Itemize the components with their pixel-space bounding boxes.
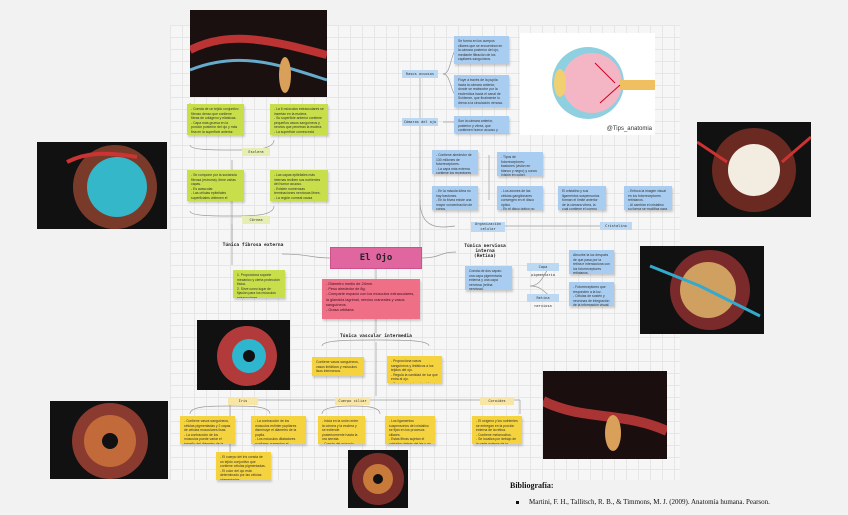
tag-cornea[interactable]: Córnea (242, 216, 270, 224)
heading-retina-line1: Túnica nerviosa interna (464, 244, 506, 254)
eye-optic-nerve-photo (543, 371, 667, 459)
note-fibrosa-functions[interactable]: 1. Proporciona soporte mecánico y cierta… (233, 270, 285, 298)
eye-iris-blue-photo (197, 320, 290, 390)
note-org-1[interactable]: - Contiene alrededor de 130 millones de … (432, 150, 478, 174)
tag-capa-pigmentaria[interactable]: Capa pigmentaria (527, 263, 559, 277)
tag-cristalino[interactable]: Cristalino (600, 222, 632, 230)
eye-anatomy-diagram: @Tips_anatomia (520, 33, 655, 135)
tag-humor-acuoso[interactable]: Rasos acuosos (402, 70, 438, 78)
bibliography: Bibliografía: Martini, F. H., Tallitsch,… (510, 481, 770, 506)
note-iris-3[interactable]: - El cuerpo del iris consta de un tejido… (216, 452, 271, 480)
note-org-2[interactable]: - Tipos de fotorreceptores: bastones (vi… (497, 152, 543, 176)
eye-retina-photo (640, 246, 764, 334)
heading-vascular[interactable]: Túnica vascular intermedia (340, 334, 412, 339)
note-cornea-right[interactable]: - Las capas epiteliales más internas rec… (270, 170, 328, 201)
eye-muscle-photo (190, 10, 327, 97)
summary-note[interactable]: - Diámetro medio de 24mm. - Peso alreded… (322, 279, 420, 319)
note-vascular-left[interactable]: Contiene vasos sanguíneos, vasos linfáti… (312, 357, 364, 376)
note-camaras[interactable]: Son la cámara anterior, posterior y vítr… (454, 116, 509, 133)
tag-coroides[interactable]: Coroides (480, 397, 514, 405)
heading-fibrosa[interactable]: Túnica fibrosa externa (222, 243, 284, 248)
heading-retina[interactable]: Túnica nerviosa interna (Retina) (455, 244, 515, 259)
heading-retina-line2: (Retina) (473, 254, 497, 259)
bibliography-ref: Martini, F. H., Tallitsch, R. B., & Timm… (529, 498, 770, 506)
note-cristalino-1[interactable]: El cristalino y sus ligamentos suspensor… (558, 186, 606, 210)
note-org-3[interactable]: - En la mácula lútea no hay bastones. - … (432, 186, 478, 210)
note-org-4[interactable]: - Los axones de las células ganglionares… (497, 186, 543, 210)
tag-retina-nerviosa[interactable]: Retina nerviosa (527, 294, 559, 308)
tag-iris[interactable]: Iris (228, 397, 258, 405)
tag-cuerpo-ciliar[interactable]: Cuerpo ciliar (335, 397, 370, 405)
bibliography-heading: Bibliografía: (510, 481, 554, 490)
note-retina-layers[interactable]: Consta de dos capas: una capa pigmentari… (465, 266, 512, 290)
main-title[interactable]: El Ojo (330, 247, 422, 269)
note-cornea-left[interactable]: - Se compone por la sustancia fibrosa (e… (187, 170, 244, 201)
eye-cornea-photo (37, 142, 167, 229)
note-humor-2[interactable]: Fluye a través de la pupila hacia la cám… (454, 75, 509, 107)
note-ciliar-1[interactable]: - Inicia en la unión entre la córnea y l… (318, 416, 365, 444)
tag-esclera[interactable]: Esclera (242, 148, 270, 156)
tag-camaras[interactable]: Cámaras del ojo (402, 118, 438, 126)
note-humor-1[interactable]: Se forma en los cuerpos ciliares que se … (454, 36, 509, 64)
note-iris-2[interactable]: - La contracción de los músculos esfínte… (251, 416, 306, 444)
eye-front-photo (348, 450, 408, 508)
note-esclera-right[interactable]: - La 6 músculos extraoculares se inserta… (270, 104, 328, 135)
note-vascular-right[interactable]: - Proporciona vasos sanguíneos y linfáti… (387, 356, 442, 383)
diagram-credit: @Tips_anatomia (606, 126, 652, 132)
eye-lens-photo (697, 122, 811, 217)
note-ciliar-2[interactable]: - Los ligamentos suspensorios del crista… (385, 416, 435, 444)
note-iris-1[interactable]: - Contiene vasos sanguíneos, células pig… (180, 416, 235, 444)
note-nerviosa[interactable]: - Fotorreceptores que responden a la luz… (569, 282, 614, 306)
note-cristalino-2[interactable]: - Enfoca la imagen visual en los fotorre… (624, 186, 672, 210)
note-coroides-1[interactable]: - El oxígeno y los nutrientes se entrega… (472, 416, 522, 444)
tag-organizacion[interactable]: Organización celular (471, 222, 505, 232)
eye-iris-brown-photo (50, 401, 168, 479)
note-pigmentaria[interactable]: Absorbe la luz después de que pasa por l… (569, 250, 614, 274)
bibliography-item: Martini, F. H., Tallitsch, R. B., & Timm… (510, 498, 770, 506)
note-esclera-left[interactable]: - Consta de un tejido conjuntivo fibroso… (187, 104, 244, 135)
bullet-icon (516, 500, 519, 504)
